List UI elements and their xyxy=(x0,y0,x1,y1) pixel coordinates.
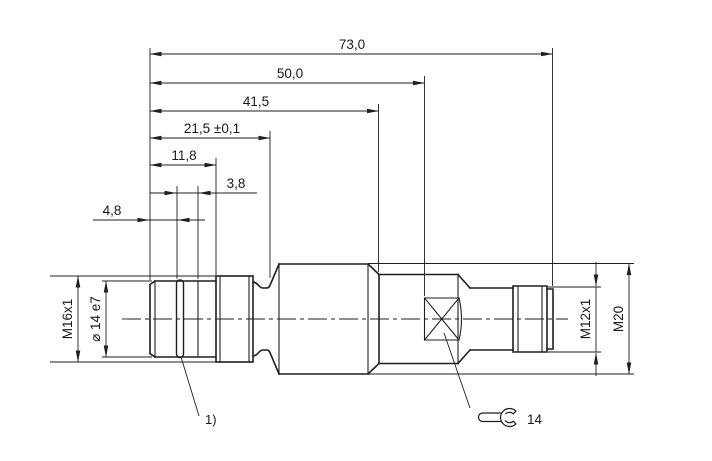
dim-label-m20: M20 xyxy=(611,306,626,332)
neck-bottom xyxy=(252,349,281,376)
wrench-icon xyxy=(477,407,517,428)
dim-label-21-5: 21,5 ±0,1 xyxy=(184,121,240,136)
extension-lines-m20 xyxy=(368,263,634,375)
extension-lines-top xyxy=(149,48,553,296)
body-outline xyxy=(278,262,381,376)
seal-note-label: 1) xyxy=(205,412,217,427)
mid-cylinder xyxy=(378,273,472,365)
dim-label-50: 50,0 xyxy=(277,66,303,81)
neck-top xyxy=(252,262,281,289)
extension-lines-m12 xyxy=(548,286,601,353)
dim-m12 xyxy=(548,262,601,376)
dim-label-dia14: ⌀ 14 e7 xyxy=(88,296,103,342)
dim-label-3-8: 3,8 xyxy=(227,176,246,191)
dim-label-4-8: 4,8 xyxy=(103,203,122,218)
dim-label-m12: M12x1 xyxy=(578,299,593,340)
front-barrel xyxy=(154,280,217,358)
wrench-leader-line xyxy=(443,332,471,409)
seal-leader-line xyxy=(180,356,200,417)
dim-label-m16: M16x1 xyxy=(60,299,75,340)
wrench-size-label: 14 xyxy=(527,412,543,427)
dim-label-41-5: 41,5 xyxy=(243,94,269,109)
callouts: 1) 14 xyxy=(180,332,543,428)
dimensions xyxy=(50,48,634,376)
dim-m20 xyxy=(368,263,634,375)
dim-m16 xyxy=(50,275,216,363)
dim-dia14 xyxy=(102,280,152,358)
extension-lines-dia14 xyxy=(102,280,152,358)
dim-label-73: 73,0 xyxy=(339,37,365,52)
small-cylinder xyxy=(469,287,514,351)
dim-label-11-8: 11,8 xyxy=(171,148,196,163)
connector-tip xyxy=(546,288,554,350)
dimension-labels: 73,0 50,0 41,5 21,5 ±0,1 11,8 3,8 4,8 M1… xyxy=(60,37,626,342)
front-face xyxy=(148,279,157,359)
